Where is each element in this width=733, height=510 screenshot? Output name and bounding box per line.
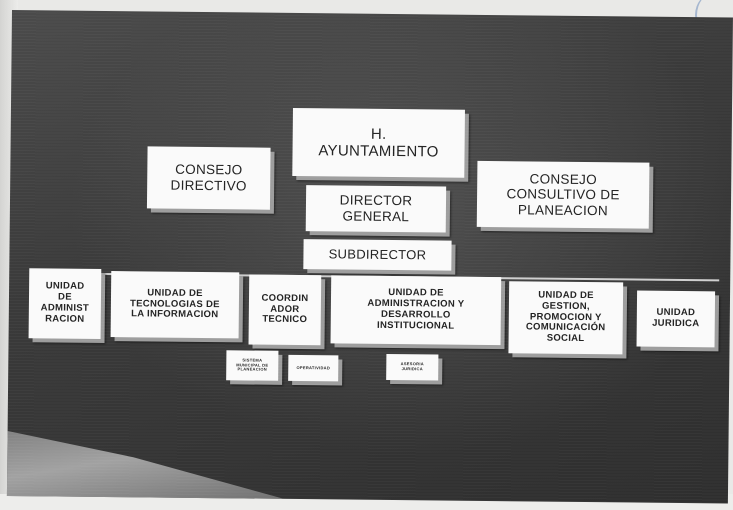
org-chart-slide: H. AYUNTAMIENTO CONSEJO DIRECTIVO CONSEJ… — [6, 10, 733, 504]
box-director-general: DIRECTOR GENERAL — [305, 185, 447, 233]
box-asesoria-juridica: ASESORIA JURIDICA — [386, 353, 439, 381]
box-unidad-administracion: UNIDAD DE ADMINIST RACION — [28, 268, 102, 339]
decorative-swoosh — [7, 420, 338, 504]
box-consejo-consultivo: CONSEJO CONSULTIVO DE PLANEACION — [476, 160, 650, 229]
box-unidad-gestion: UNIDAD DE GESTION, PROMOCION Y COMUNICAC… — [508, 281, 624, 355]
box-unidad-tecnologias: UNIDAD DE TECNOLOGIAS DE LA INFORMACION — [110, 271, 240, 339]
box-subdirector: SUBDIRECTOR — [303, 239, 452, 271]
box-consejo-directivo: CONSEJO DIRECTIVO — [146, 146, 271, 210]
box-unidad-juridica: UNIDAD JURIDICA — [636, 290, 716, 348]
box-coordinador-tecnico: COORDIN ADOR TECNICO — [248, 274, 322, 346]
box-operatividad: OPERATIVIDAD — [288, 354, 339, 382]
box-h-ayuntamiento: H. AYUNTAMIENTO — [292, 107, 465, 178]
box-sistema-municipal: SISTEMA MUNICIPAL DE PLANEACION — [226, 350, 279, 381]
units-connector-line — [39, 272, 720, 282]
box-unidad-administracion-desarrollo: UNIDAD DE ADMINISTRACION Y DESARROLLO IN… — [330, 275, 502, 346]
